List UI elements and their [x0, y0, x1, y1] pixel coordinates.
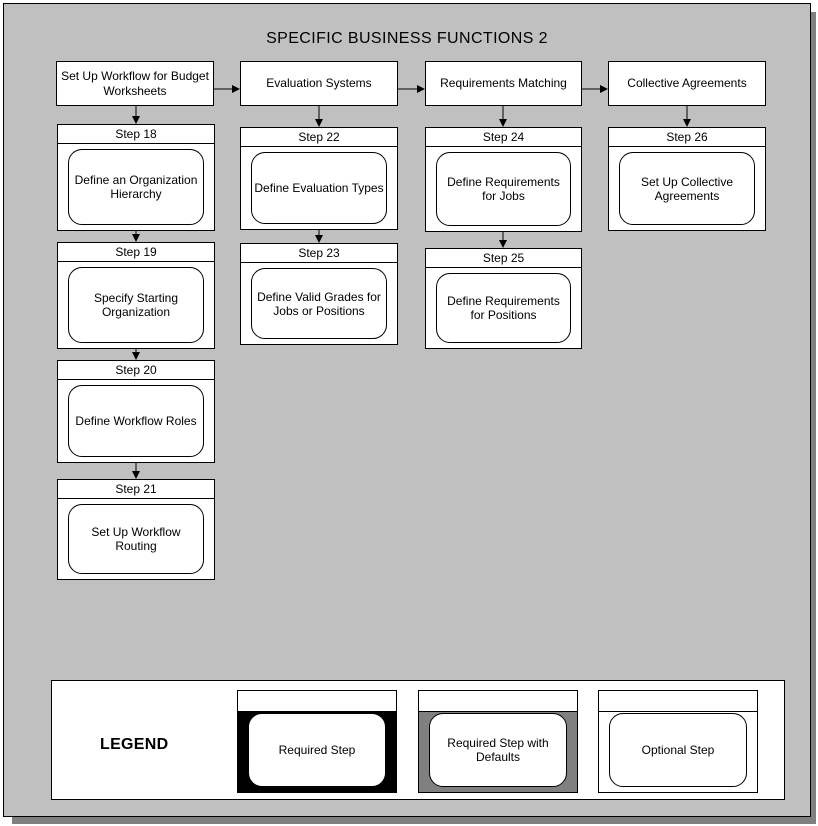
- step-label: Step 19: [58, 243, 214, 262]
- header-collective-agreements: Collective Agreements: [608, 61, 766, 106]
- step-label: Step 26: [609, 128, 765, 147]
- header-set-up-workflow: Set Up Workflow for Budget Worksheets: [56, 61, 214, 106]
- step-text: Define an Organization Hierarchy: [68, 149, 204, 225]
- legend-topbar: [238, 691, 396, 712]
- header-requirements-matching: Requirements Matching: [425, 61, 582, 106]
- step-label: Step 18: [58, 125, 214, 144]
- legend-text: Optional Step: [609, 713, 747, 787]
- legend-text: Required Step with Defaults: [429, 713, 567, 787]
- legend-required-step-with-defaults: Required Step with Defaults: [418, 690, 578, 793]
- step-text: Set Up Collective Agreements: [619, 152, 755, 225]
- header-evaluation-systems: Evaluation Systems: [240, 61, 398, 106]
- step-19: Step 19 Specify Starting Organization: [57, 242, 215, 349]
- legend-topbar: [599, 691, 757, 712]
- step-label: Step 25: [426, 249, 581, 268]
- step-18: Step 18 Define an Organization Hierarchy: [57, 124, 215, 231]
- step-label: Step 23: [241, 244, 397, 263]
- step-label: Step 21: [58, 480, 214, 499]
- diagram-title: SPECIFIC BUSINESS FUNCTIONS 2: [266, 30, 548, 47]
- legend-text: Required Step: [248, 713, 386, 787]
- step-23: Step 23 Define Valid Grades for Jobs or …: [240, 243, 398, 345]
- step-text: Define Requirements for Jobs: [436, 152, 571, 226]
- step-label: Step 22: [241, 128, 397, 147]
- step-label: Step 24: [426, 128, 581, 147]
- legend-optional-step: Optional Step: [598, 690, 758, 793]
- step-26: Step 26 Set Up Collective Agreements: [608, 127, 766, 231]
- step-22: Step 22 Define Evaluation Types: [240, 127, 398, 230]
- step-text: Set Up Workflow Routing: [68, 504, 204, 574]
- step-text: Define Evaluation Types: [251, 152, 387, 224]
- step-text: Define Workflow Roles: [68, 385, 204, 457]
- step-21: Step 21 Set Up Workflow Routing: [57, 479, 215, 580]
- legend-required-step: Required Step: [237, 690, 397, 793]
- step-text: Specify Starting Organization: [68, 267, 204, 343]
- step-24: Step 24 Define Requirements for Jobs: [425, 127, 582, 232]
- step-text: Define Requirements for Positions: [436, 273, 571, 343]
- step-label: Step 20: [58, 361, 214, 380]
- legend-title: LEGEND: [100, 736, 169, 753]
- step-20: Step 20 Define Workflow Roles: [57, 360, 215, 463]
- legend-topbar: [419, 691, 577, 712]
- step-25: Step 25 Define Requirements for Position…: [425, 248, 582, 349]
- step-text: Define Valid Grades for Jobs or Position…: [251, 268, 387, 339]
